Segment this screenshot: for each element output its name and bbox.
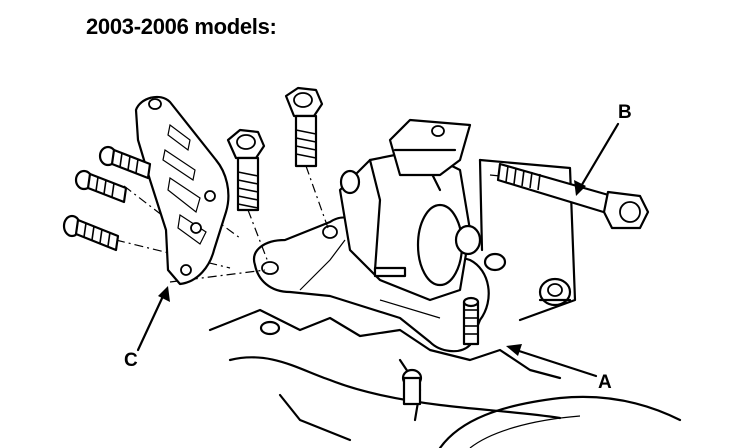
stiffener-bracket-c [134,95,230,286]
transmission-housing [208,308,682,448]
vertical-bolt-right [284,86,324,168]
through-bolt-b [496,162,650,230]
callout-label-b: B [618,102,632,123]
small-nut [483,252,507,272]
callout-arrow-b [574,122,620,196]
small-bolt-1 [98,145,152,180]
vertical-bolt-left [226,128,266,212]
callout-arrow-a [506,344,598,378]
page-title: 2003-2006 models: [86,14,277,39]
upper-arm [388,118,472,177]
small-bolt-3 [62,214,120,252]
flange-nut [538,277,572,307]
small-bolt-2 [74,169,128,204]
callout-label-a: A [598,372,612,393]
stud-a [462,296,480,346]
callout-label-c: C [124,350,138,371]
rubber-mount [338,148,482,302]
callout-arrow-c [136,286,170,352]
